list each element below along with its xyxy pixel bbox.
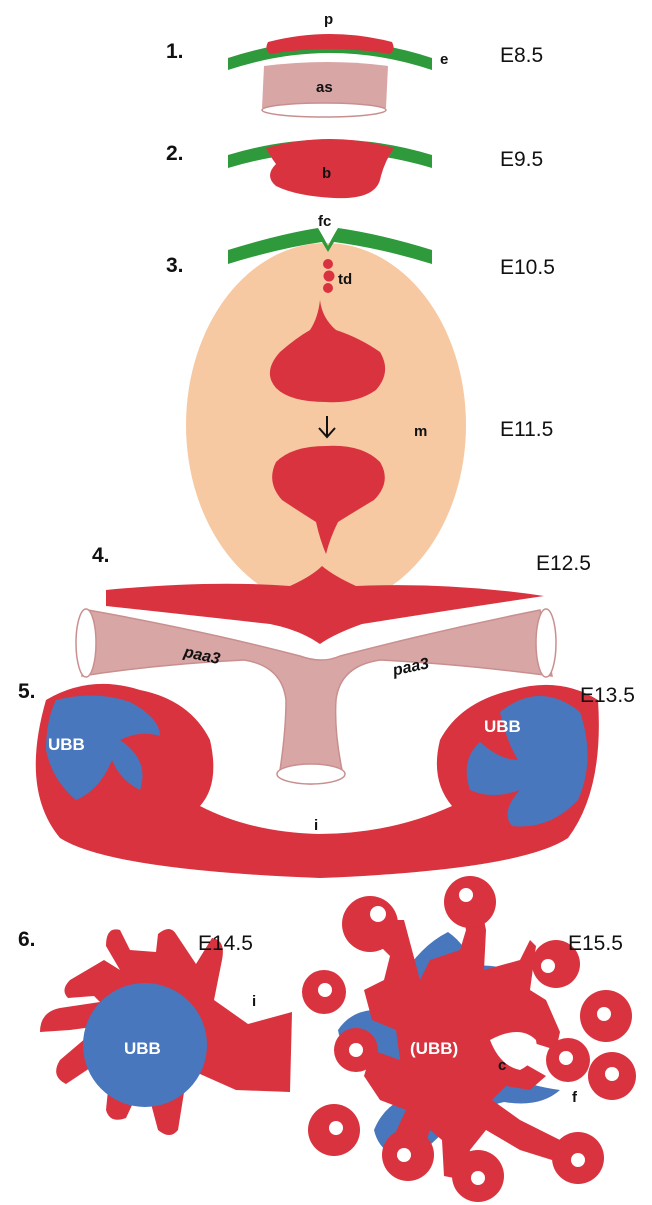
age-e115: E11.5 bbox=[500, 418, 553, 441]
age-e145: E14.5 bbox=[198, 932, 253, 955]
follicle bbox=[302, 970, 346, 1014]
stage-number-2: 2. bbox=[166, 142, 184, 165]
label-ubb-left: UBB bbox=[48, 735, 85, 754]
stage-6a bbox=[40, 929, 292, 1135]
follicle bbox=[580, 990, 632, 1042]
label-ubb-6a: UBB bbox=[124, 1039, 161, 1058]
thyroid-duct-cell-3 bbox=[323, 283, 333, 293]
age-e135: E13.5 bbox=[580, 684, 635, 707]
label-e: e bbox=[440, 51, 448, 68]
artery-opening-right bbox=[536, 609, 556, 677]
follicle bbox=[308, 1104, 360, 1156]
follicle bbox=[444, 876, 496, 928]
thyroid-duct-cell-2 bbox=[324, 271, 335, 282]
follicle bbox=[334, 1028, 378, 1072]
artery-opening-bottom bbox=[277, 764, 345, 784]
follicle bbox=[342, 896, 398, 952]
stage-number-5: 5. bbox=[18, 680, 36, 703]
follicle bbox=[382, 1129, 434, 1181]
archenteron-opening bbox=[262, 103, 386, 117]
stage-number-6: 6. bbox=[18, 928, 36, 951]
label-fc: fc bbox=[318, 213, 331, 230]
label-b: b bbox=[322, 165, 331, 182]
thyroid-duct-cell-1 bbox=[323, 259, 333, 269]
age-e155: E15.5 bbox=[568, 932, 623, 955]
stage-number-4: 4. bbox=[92, 544, 110, 567]
label-c: c bbox=[498, 1057, 506, 1074]
follicle bbox=[452, 1150, 504, 1202]
follicle bbox=[552, 1132, 604, 1184]
label-m: m bbox=[414, 423, 427, 440]
stage-1 bbox=[228, 34, 432, 117]
label-ubb-6b: (UBB) bbox=[410, 1039, 458, 1058]
stage-3 bbox=[186, 228, 466, 607]
label-f: f bbox=[572, 1089, 578, 1106]
label-td: td bbox=[338, 271, 352, 288]
age-e125: E12.5 bbox=[536, 552, 591, 575]
label-p: p bbox=[324, 11, 333, 28]
label-i-5: i bbox=[314, 817, 318, 834]
label-ubb-right: UBB bbox=[484, 717, 521, 736]
stage-number-1: 1. bbox=[166, 40, 184, 63]
follicle bbox=[546, 1038, 590, 1082]
stage-number-3: 3. bbox=[166, 254, 184, 277]
label-as: as bbox=[316, 79, 333, 96]
label-i-6: i bbox=[252, 993, 256, 1010]
age-e105: E10.5 bbox=[500, 256, 555, 279]
follicle bbox=[588, 1052, 636, 1100]
age-e95: E9.5 bbox=[500, 148, 543, 171]
age-e85: E8.5 bbox=[500, 44, 543, 67]
artery-opening-left bbox=[76, 609, 96, 677]
